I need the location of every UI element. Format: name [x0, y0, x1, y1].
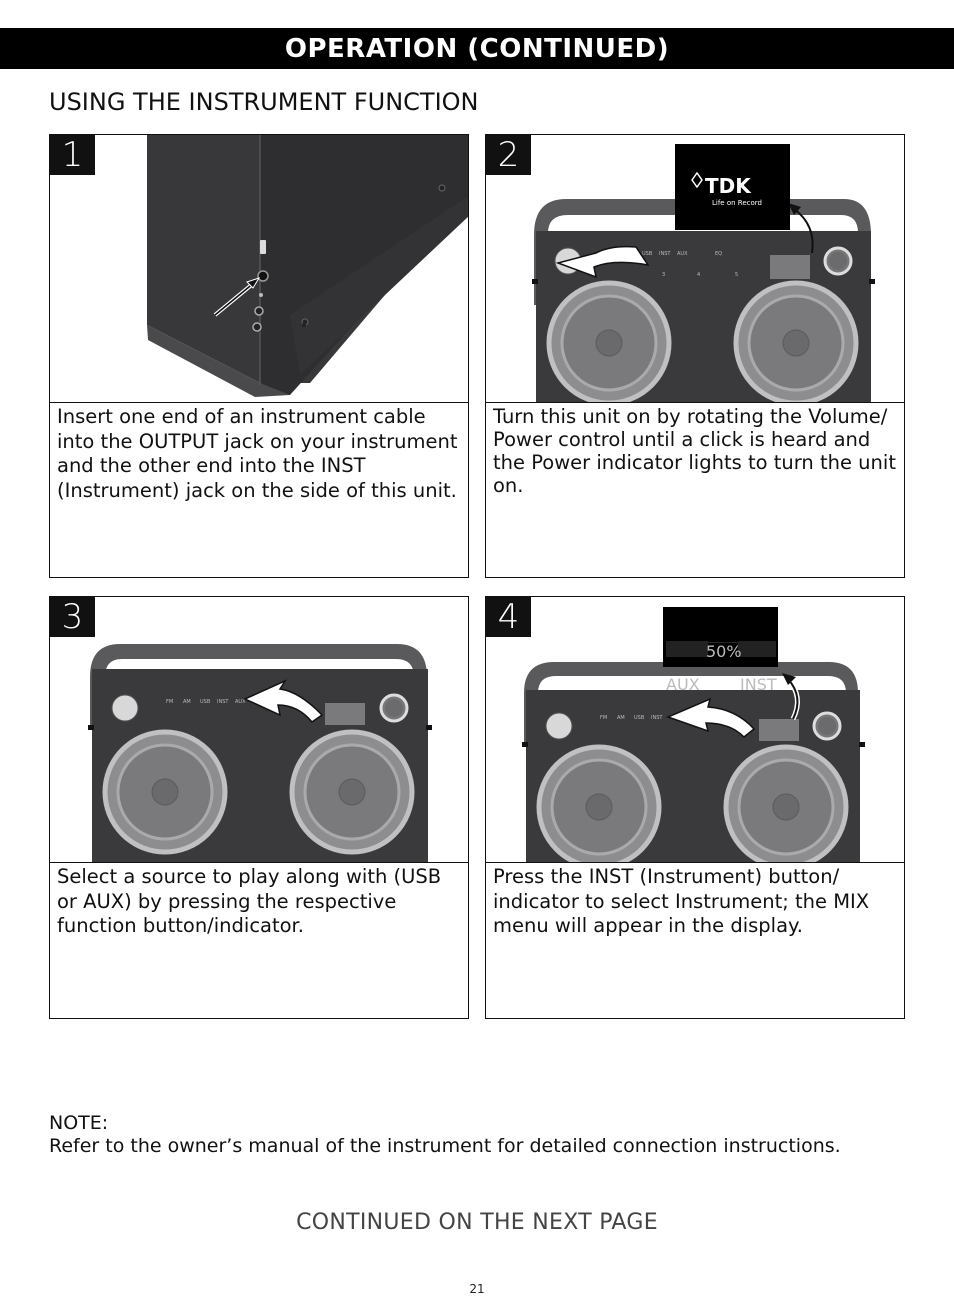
- label-aux: AUX: [235, 699, 246, 705]
- label-inst: INST: [651, 715, 663, 721]
- step-4-caption: Press the INST (Instrument) button/ indi…: [493, 865, 870, 937]
- label-fm: FM: [166, 699, 173, 705]
- step-number-4: 4: [486, 597, 531, 637]
- step-panel-4: 4 FM AM USB INST: [485, 596, 905, 1019]
- display-inst: INST: [740, 675, 777, 694]
- step-panel-1: 1 Insert one end of an instrument cable …: [49, 134, 469, 578]
- header-title: OPERATION (CONTINUED): [284, 33, 670, 64]
- label-usb: USB: [200, 699, 211, 705]
- label-am: AM: [617, 715, 625, 721]
- continued-notice: CONTINUED ON THE NEXT PAGE: [296, 1210, 658, 1235]
- section-title: USING THE INSTRUMENT FUNCTION: [49, 88, 479, 116]
- step-number-3: 3: [50, 597, 95, 637]
- step-3-caption: Select a source to play along with (USB …: [57, 865, 442, 937]
- label-eq: EQ: [715, 251, 722, 257]
- step-1-illustration: [50, 135, 468, 402]
- unit-front-view-illustration: FM AM USB INST 50% AUX INST: [522, 607, 865, 862]
- step-1-caption: Insert one end of an instrument cable in…: [57, 405, 458, 502]
- display-aux: AUX: [666, 675, 700, 694]
- display-percent: 50%: [706, 642, 742, 661]
- label-usb: USB: [634, 715, 645, 721]
- logo-tagline: Life on Record: [712, 199, 762, 207]
- tdk-logo: TDK Life on Record: [691, 171, 762, 207]
- step-2-caption: Turn this unit on by rotating the Volume…: [493, 405, 896, 497]
- step-panel-2: 2 FM AM USB INST AUX EQ 3 4 5: [485, 134, 905, 578]
- step-4-illustration: FM AM USB INST 50% AUX INST: [486, 597, 904, 862]
- label-inst: INST: [659, 251, 671, 257]
- label-5: 5: [735, 272, 738, 278]
- label-3: 3: [662, 272, 665, 278]
- step-2-illustration: FM AM USB INST AUX EQ 3 4 5 TDK: [486, 135, 904, 402]
- label-am: AM: [183, 699, 191, 705]
- label-aux: AUX: [677, 251, 688, 257]
- step-number-2: 2: [486, 135, 531, 175]
- label-usb: USB: [642, 251, 653, 257]
- note-label: NOTE:: [49, 1112, 109, 1134]
- step-panel-3: 3 FM AM USB INST AUX: [49, 596, 469, 1019]
- unit-side-view-illustration: [147, 135, 468, 397]
- header-bar: OPERATION (CONTINUED): [0, 28, 954, 69]
- page-number: 21: [469, 1282, 485, 1296]
- unit-front-view-illustration: FM AM USB INST AUX: [88, 644, 432, 862]
- label-4: 4: [697, 272, 700, 278]
- note-text: Refer to the owner’s manual of the instr…: [49, 1135, 841, 1157]
- logo-brand: TDK: [705, 174, 752, 198]
- unit-front-view-illustration: FM AM USB INST AUX EQ 3 4 5 TDK: [532, 144, 875, 402]
- step-number-1: 1: [50, 135, 95, 175]
- step-3-illustration: FM AM USB INST AUX: [50, 597, 468, 862]
- label-inst: INST: [217, 699, 229, 705]
- label-fm: FM: [600, 715, 607, 721]
